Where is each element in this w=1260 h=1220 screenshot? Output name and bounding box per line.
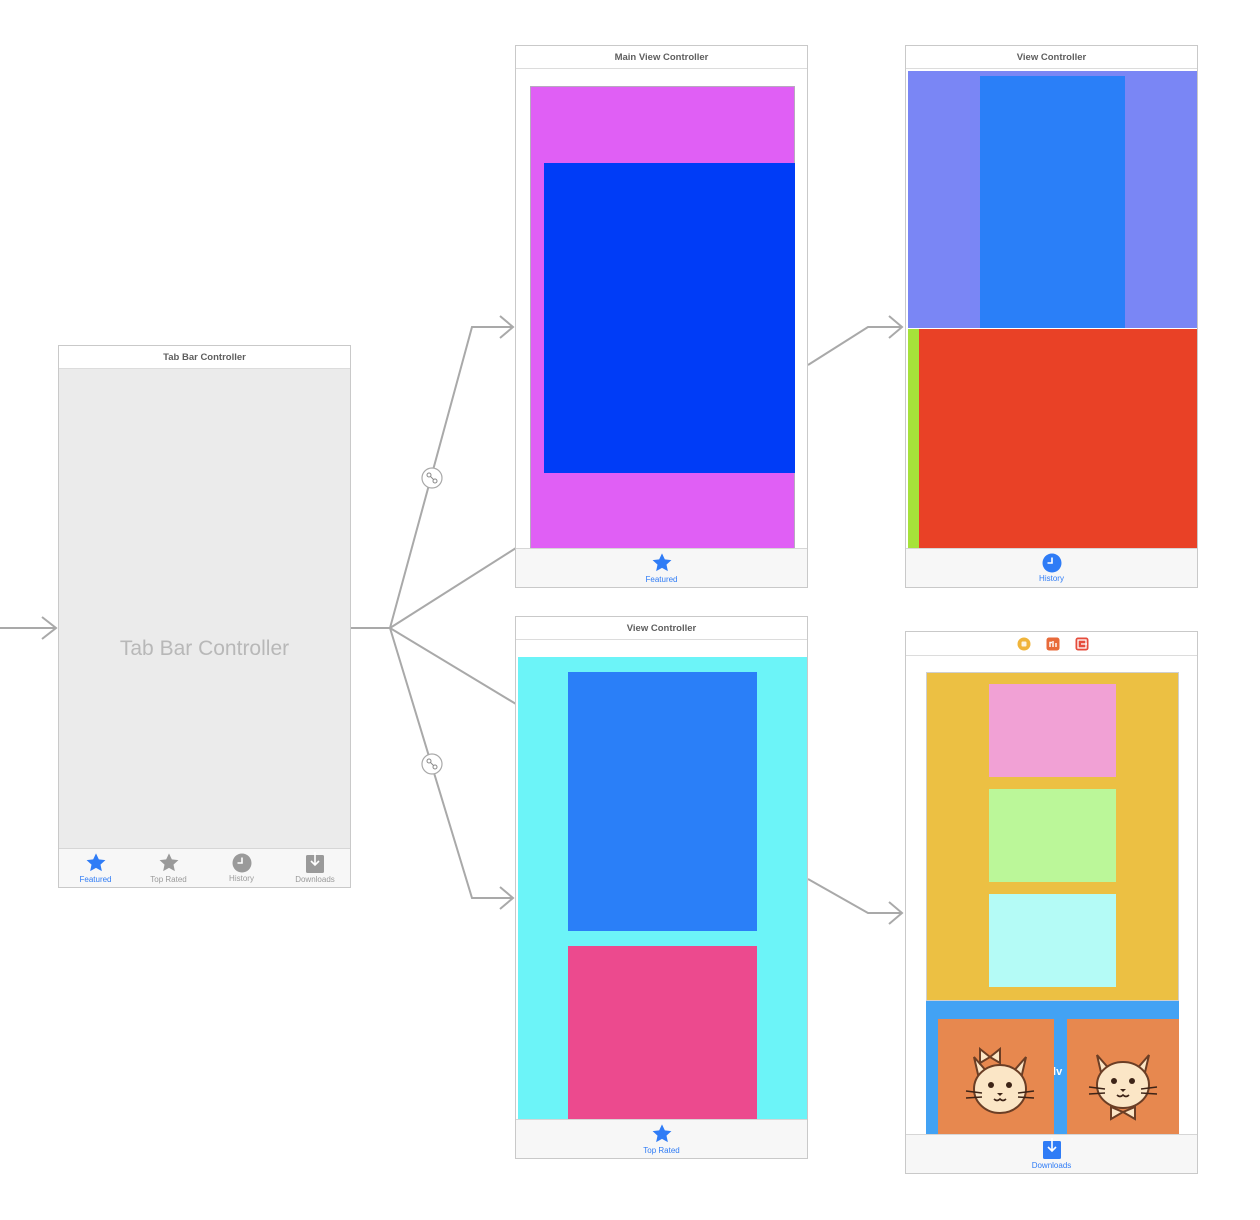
download-icon: [305, 852, 325, 874]
blue-view[interactable]: [568, 672, 757, 931]
cat-image-right: [1067, 1019, 1179, 1135]
download-icon: [1042, 1138, 1062, 1160]
tab-bar-controller-scene[interactable]: Tab Bar Controller Tab Bar Controller Fe…: [58, 345, 351, 888]
cat-face-icon: [1083, 1041, 1163, 1121]
tab-label: Downloads: [906, 1161, 1197, 1170]
tab-bar: Featured: [516, 548, 807, 587]
tab-featured[interactable]: Featured: [59, 849, 132, 887]
star-icon: [158, 852, 180, 874]
main-view-controller-scene[interactable]: Main View Controller Featured: [515, 45, 808, 588]
tab-downloads[interactable]: Downloads: [906, 1135, 1197, 1173]
pink-view[interactable]: [568, 946, 757, 1120]
clock-icon: [232, 853, 252, 873]
tab-downloads[interactable]: Downloads: [278, 849, 352, 887]
tab-bar: Featured Top Rated History Downloads: [59, 848, 350, 887]
light-cyan-view[interactable]: [989, 894, 1116, 987]
star-icon: [85, 852, 107, 874]
exit-icon[interactable]: [1075, 637, 1089, 651]
tab-top-rated[interactable]: Top Rated: [516, 1120, 807, 1158]
segue-badge-featured[interactable]: [422, 468, 442, 488]
scene-title: View Controller: [906, 46, 1197, 69]
top-rated-view-controller-scene[interactable]: View Controller Top Rated: [515, 616, 808, 1159]
star-icon: [651, 552, 673, 574]
scene-title: View Controller: [516, 617, 807, 640]
tab-label: Featured: [516, 575, 807, 584]
segue-badge-downloads[interactable]: [422, 754, 442, 774]
blue-view[interactable]: [980, 76, 1125, 328]
tab-top-rated[interactable]: Top Rated: [132, 849, 205, 887]
downloads-view-controller-scene[interactable]: llv Downloads: [905, 631, 1198, 1174]
tab-bar: History: [906, 548, 1197, 587]
cat-image-left: [938, 1019, 1054, 1135]
tab-bar-controller-canvas: Tab Bar Controller: [59, 369, 350, 848]
first-responder-icon[interactable]: [1046, 637, 1060, 651]
show-segue-toprated-to-downloads: [808, 879, 902, 913]
scene-dock: [906, 632, 1197, 656]
history-view-controller-scene[interactable]: View Controller History: [905, 45, 1198, 588]
tab-history[interactable]: History: [205, 849, 278, 887]
clock-icon: [1042, 553, 1062, 573]
placeholder-text: Tab Bar Controller: [59, 637, 350, 661]
scene-title: Main View Controller: [516, 46, 807, 69]
tab-bar: Downloads: [906, 1134, 1197, 1173]
tab-bar: Top Rated: [516, 1119, 807, 1158]
cat-face-icon: [960, 1043, 1040, 1123]
tab-label: Top Rated: [132, 875, 205, 884]
relationship-segue-downloads: [390, 628, 512, 898]
tab-label: History: [906, 574, 1197, 583]
light-pink-view[interactable]: [989, 684, 1116, 777]
star-icon: [651, 1123, 673, 1145]
show-segue-main-to-history: [808, 327, 902, 365]
red-view[interactable]: [908, 329, 1197, 549]
light-green-view[interactable]: [989, 789, 1116, 882]
tab-label: Top Rated: [516, 1146, 807, 1155]
lime-view[interactable]: [908, 329, 919, 549]
scene-title: Tab Bar Controller: [59, 346, 350, 369]
view-controller-icon[interactable]: [1017, 637, 1031, 651]
tab-label: Featured: [59, 875, 132, 884]
tab-featured[interactable]: Featured: [516, 549, 807, 587]
tab-history[interactable]: History: [906, 549, 1197, 587]
deep-blue-view[interactable]: [544, 163, 795, 473]
tab-label: Downloads: [278, 875, 352, 884]
tab-label: History: [205, 874, 278, 883]
